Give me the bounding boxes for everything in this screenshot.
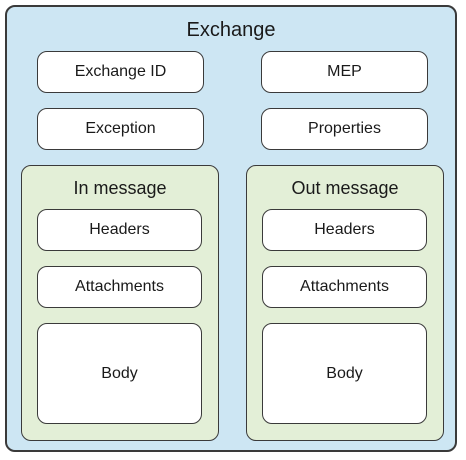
out-message-title: Out message <box>291 178 399 198</box>
mep-box: MEP <box>261 51 428 93</box>
in-body-box: Body <box>37 323 202 424</box>
out-attachments-box: Attachments <box>262 266 427 308</box>
in-message-title: In message <box>73 178 167 198</box>
out-message-container: Out message Headers Attachments Body <box>246 165 444 441</box>
exchange-container: Exchange Exchange ID MEP Exception Prope… <box>5 5 457 452</box>
exchange-title: Exchange <box>186 19 276 41</box>
out-body-box: Body <box>262 323 427 424</box>
out-headers-box: Headers <box>262 209 427 251</box>
exception-box: Exception <box>37 108 204 150</box>
in-headers-box: Headers <box>37 209 202 251</box>
exchange-id-box: Exchange ID <box>37 51 204 93</box>
properties-box: Properties <box>261 108 428 150</box>
in-attachments-box: Attachments <box>37 266 202 308</box>
in-message-container: In message Headers Attachments Body <box>21 165 219 441</box>
